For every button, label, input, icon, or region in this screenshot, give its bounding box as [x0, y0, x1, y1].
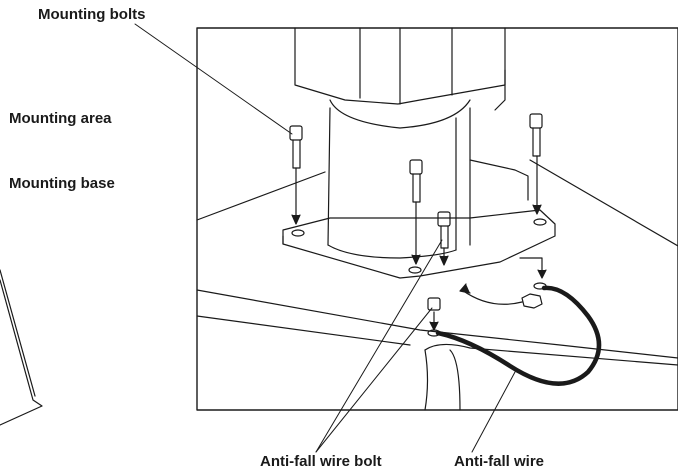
- leader-mounting-bolts: [134, 23, 293, 135]
- base-flange: [282, 209, 556, 279]
- detail-frame: [196, 27, 678, 411]
- label-mounting-bolts: Mounting bolts: [38, 6, 146, 23]
- robot-column: [294, 27, 529, 259]
- anti-fall-wire-cable: [435, 285, 602, 386]
- label-mounting-base: Mounting base: [9, 175, 115, 192]
- label-mounting-area: Mounting area: [9, 110, 112, 127]
- label-anti-fall-wire-bolt: Anti-fall wire bolt: [260, 453, 382, 470]
- leader-lines: [134, 23, 516, 453]
- mounting-bolt-left: [289, 125, 303, 225]
- leader-anti-fall-wire-bolt-2: [315, 307, 433, 453]
- mounting-base-surface: [196, 159, 678, 411]
- leader-anti-fall-wire-bolt: [315, 239, 443, 453]
- mounting-bolt-right: [529, 113, 543, 215]
- label-anti-fall-wire: Anti-fall wire: [454, 453, 545, 470]
- leader-anti-fall-wire: [471, 371, 516, 453]
- side-panel: [0, 269, 43, 426]
- mounting-bolt-center: [409, 159, 423, 265]
- anti-fall-nut: [459, 257, 547, 309]
